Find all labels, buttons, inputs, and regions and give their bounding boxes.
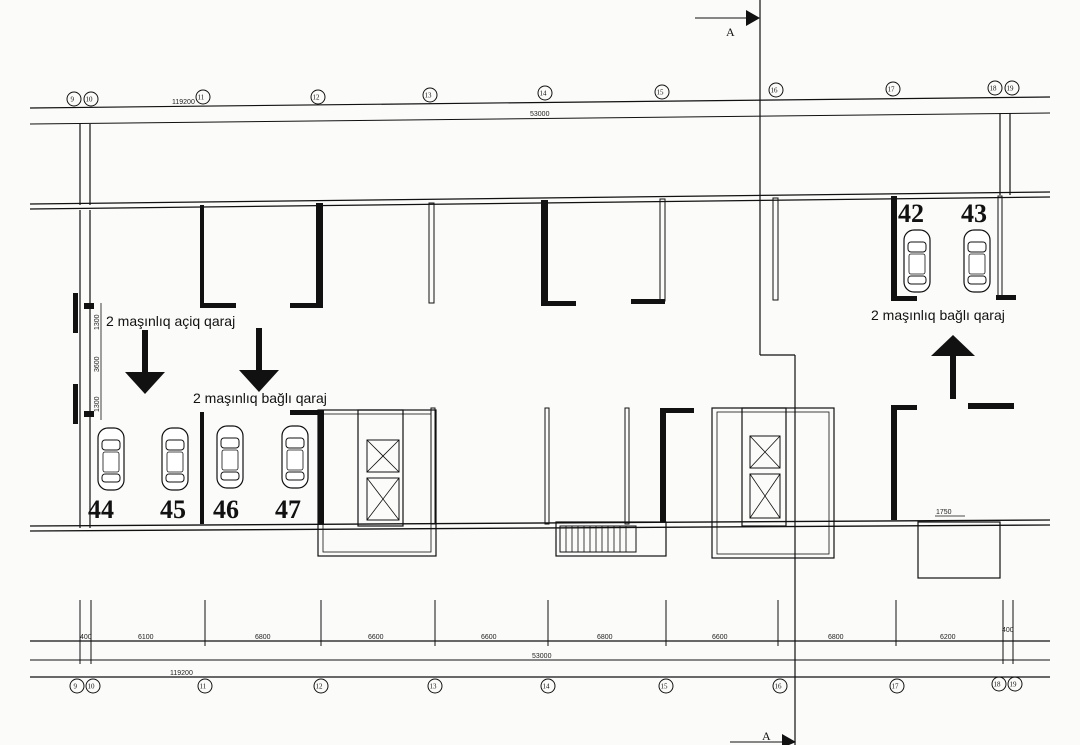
bay-dimension: 400	[80, 634, 92, 641]
bay-dimension: 400	[1002, 627, 1014, 634]
arrow-down-icon	[125, 330, 165, 394]
car-icon	[903, 229, 931, 293]
bay-dimension: 6800	[597, 634, 613, 641]
bay-dimension: 6800	[828, 634, 844, 641]
side-dimension: 1300	[94, 396, 101, 412]
slot-number: 42	[898, 199, 924, 228]
lower-wall	[29, 519, 1051, 532]
bottom-dimension-chain: 400 6100 6800 6600 6600 6800 6600 6800 6…	[30, 600, 1050, 678]
top-dimension-lines: 119200 53000	[29, 96, 1051, 125]
entrance-stair	[555, 521, 667, 557]
axis-label: 14	[540, 90, 548, 98]
side-dimension: 1300	[94, 314, 101, 330]
car-icon	[963, 229, 991, 293]
axis-label: 19	[1010, 681, 1018, 689]
axis-label: 10	[88, 683, 96, 691]
bay-dimension: 6600	[481, 634, 497, 641]
bay-dimension: 6100	[138, 634, 154, 641]
axis-label: 14	[543, 683, 551, 691]
bottom-total-dimension: 119200	[170, 670, 193, 677]
stair-core-left	[317, 409, 437, 557]
top-span-dimension: 53000	[530, 111, 550, 118]
axis-label: 16	[771, 87, 779, 95]
side-dimension: 3600	[94, 356, 101, 372]
car-icon	[97, 427, 125, 491]
axis-label: 9	[71, 96, 75, 104]
axis-label: 11	[200, 683, 207, 691]
stair-core-right	[711, 407, 835, 559]
closed-garage-caption-left: 2 maşınlıq bağlı qaraj	[193, 390, 327, 406]
upper-bay-partitions	[200, 195, 1016, 308]
bay-dimension: 6600	[368, 634, 384, 641]
slot-number: 47	[275, 495, 301, 524]
bottom-axis-bubbles: 9 10 11 12 13 14 15 16 17 18 19	[69, 676, 1023, 694]
section-label-bottom: A	[762, 729, 771, 743]
top-axis-bubbles: 9 10 11 12 13 14 15 16 17 18 19	[66, 80, 1020, 107]
slot-number: 43	[961, 199, 987, 228]
axis-label: 12	[316, 683, 324, 691]
axis-label: 13	[425, 92, 433, 100]
open-garage-caption: 2 maşınlıq açiq qaraj	[106, 313, 235, 329]
axis-label: 18	[994, 681, 1002, 689]
axis-label: 13	[430, 683, 438, 691]
annex-dimension: 1750	[936, 509, 952, 516]
axis-label: 11	[198, 94, 205, 102]
top-total-dimension: 119200	[172, 99, 195, 106]
axis-label: 17	[892, 683, 900, 691]
axis-label: 16	[775, 683, 783, 691]
axis-label: 18	[990, 85, 998, 93]
car-icon	[281, 425, 309, 489]
section-arrow-top-icon	[746, 10, 760, 26]
bay-dimension: 6600	[712, 634, 728, 641]
section-label-top: A	[726, 25, 735, 39]
car-icon	[216, 425, 244, 489]
axis-label: 19	[1007, 85, 1015, 93]
left-end-walls: 1300 3600 1300	[73, 210, 102, 528]
axis-label: 10	[86, 96, 94, 104]
lower-bay-partitions	[200, 403, 1014, 525]
axis-label: 12	[313, 94, 321, 102]
axis-label: 9	[74, 683, 78, 691]
parking-slot-numbers: 42 43 44 45 46 47	[88, 199, 987, 524]
axis-label: 17	[888, 86, 896, 94]
axis-label: 15	[661, 683, 669, 691]
bay-dimension: 6800	[255, 634, 271, 641]
section-line: A A	[695, 0, 796, 745]
bay-dimension: 6200	[940, 634, 956, 641]
section-arrow-bottom-icon	[782, 734, 796, 745]
closed-garage-caption-right: 2 maşınlıq bağlı qaraj	[871, 307, 1005, 323]
bottom-span-dimension: 53000	[532, 653, 552, 660]
car-icons	[97, 229, 991, 491]
right-annex: 1750	[917, 509, 1001, 579]
arrow-down-icon	[239, 328, 279, 392]
slot-number: 46	[213, 495, 239, 524]
arrow-up-icon	[931, 335, 975, 399]
car-icon	[161, 427, 189, 491]
axis-label: 15	[657, 89, 665, 97]
slot-number: 44	[88, 495, 114, 524]
slot-number: 45	[160, 495, 186, 524]
